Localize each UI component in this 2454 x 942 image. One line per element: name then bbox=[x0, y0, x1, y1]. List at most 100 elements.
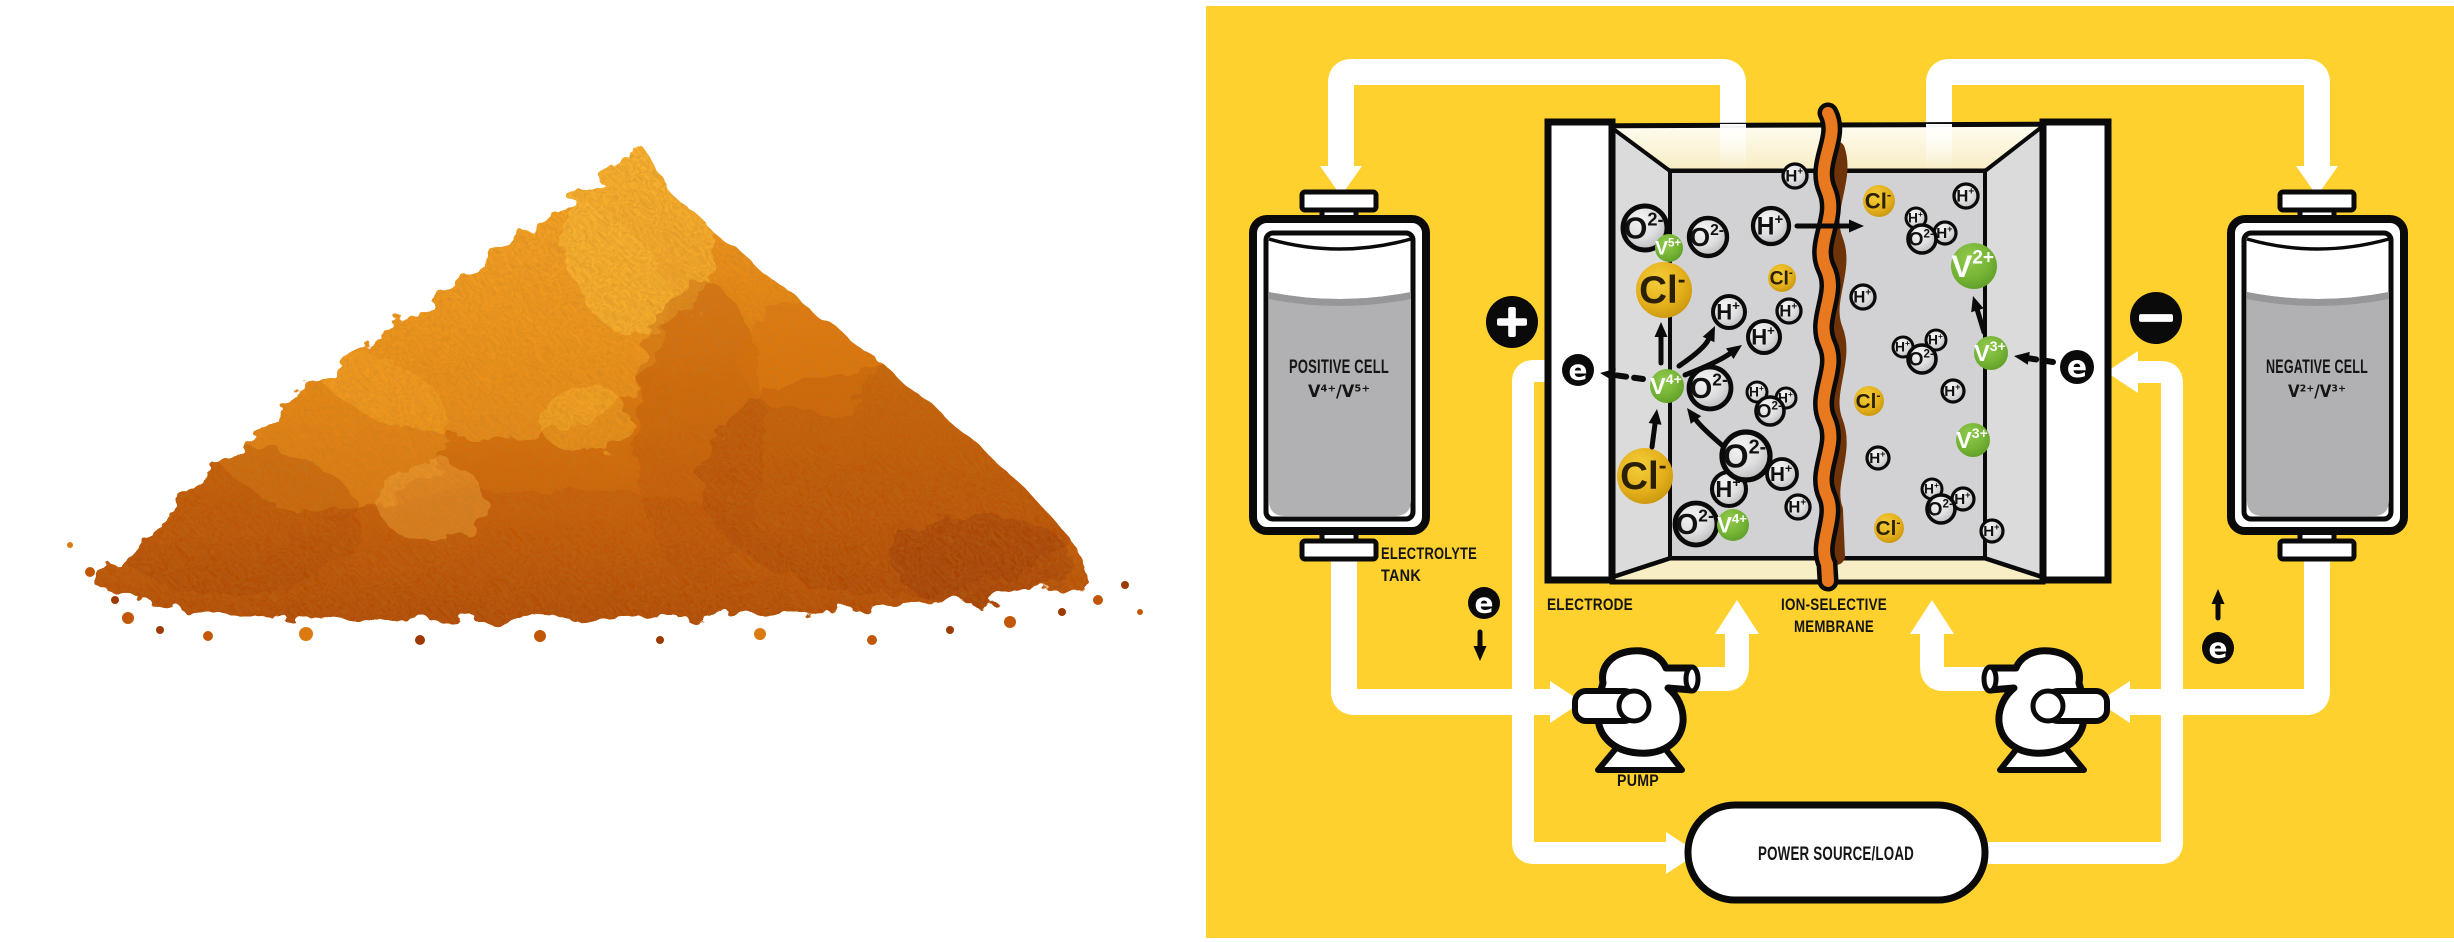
pump-right-icon bbox=[1981, 647, 2110, 773]
svg-text:H+: H+ bbox=[1751, 323, 1775, 349]
svg-text:O2-: O2- bbox=[1723, 436, 1766, 475]
electron-badge: e bbox=[1468, 586, 1500, 619]
pipe-fade-right bbox=[1926, 124, 1952, 170]
svg-text:H+: H+ bbox=[1778, 389, 1793, 406]
reaction-arrow bbox=[1654, 322, 1668, 366]
ion-v2+: V2+ bbox=[1951, 243, 1997, 289]
electrolyte-pipes bbox=[1328, 59, 2330, 715]
ion-cl-: Cl- bbox=[1854, 386, 1884, 416]
reaction-arrow bbox=[1473, 629, 1487, 661]
svg-text:Cl-: Cl- bbox=[1770, 266, 1793, 289]
electrolyte-tank-label-line1: ELECTROLYTE bbox=[1381, 544, 1477, 563]
svg-text:O2-: O2- bbox=[1690, 370, 1728, 405]
ion-h+: H+ bbox=[1904, 206, 1928, 230]
pipe-bottom-left bbox=[1331, 556, 1554, 715]
negative-electrolyte-tank: NEGATIVE CELL V²⁺/V³⁺ bbox=[2227, 189, 2408, 562]
ion-v3+: V3+ bbox=[1974, 336, 2008, 370]
positive-electrolyte-tank: POSITIVE CELL V⁴⁺/V⁵⁺ bbox=[1249, 189, 1430, 562]
ions-layer: O2-V5+O2-Cl-H+H+Cl-H+H+H+V4+O2-H+H+O2-H+… bbox=[1617, 162, 2008, 548]
reaction-arrow bbox=[1971, 296, 1987, 335]
ion-cl-: Cl- bbox=[1863, 185, 1895, 217]
svg-text:H+: H+ bbox=[1908, 209, 1923, 226]
diagram-labels: ELECTROLYTE TANK ELECTRODE ION-SELECTIVE… bbox=[1381, 544, 1887, 790]
svg-text:H+: H+ bbox=[1715, 474, 1740, 502]
ion-h+: H+ bbox=[1940, 378, 1966, 404]
svg-text:H+: H+ bbox=[1944, 382, 1960, 400]
ion-cl-: Cl- bbox=[1617, 448, 1673, 504]
wire-negative-electrode bbox=[1988, 361, 2183, 864]
svg-text:V5+: V5+ bbox=[1655, 236, 1681, 259]
svg-text:H+: H+ bbox=[1716, 298, 1740, 324]
pipe-bottom-right bbox=[2126, 556, 2330, 715]
membrane-label-line2: MEMBRANE bbox=[1794, 617, 1874, 636]
ion-h+: H+ bbox=[1765, 457, 1799, 491]
svg-text:V4+: V4+ bbox=[1717, 511, 1747, 537]
ion-v3+: V3+ bbox=[1956, 423, 1990, 457]
svg-text:H+: H+ bbox=[1853, 288, 1871, 307]
ion-h+: H+ bbox=[1924, 328, 1948, 352]
electron-transfer-arrow bbox=[2014, 351, 2056, 365]
ion-o2-: O2- bbox=[1620, 203, 1670, 253]
svg-text:O2-: O2- bbox=[1928, 497, 1953, 520]
svg-text:H+: H+ bbox=[1749, 383, 1764, 400]
flow-arrow-into-cell-left bbox=[1715, 600, 1759, 634]
electrolyte-tank-label-line2: TANK bbox=[1381, 566, 1421, 585]
ion-cl-: Cl- bbox=[1768, 264, 1796, 292]
positive-tank-couple: V⁴⁺/V⁵⁺ bbox=[1308, 382, 1370, 402]
positive-tank-label: POSITIVE CELL bbox=[1289, 357, 1389, 378]
ion-h+: H+ bbox=[1711, 294, 1747, 330]
svg-text:O2-: O2- bbox=[1757, 399, 1782, 422]
membrane-ribbon bbox=[1816, 107, 1838, 587]
svg-text:e: e bbox=[2067, 350, 2087, 385]
ion-h+: H+ bbox=[1784, 493, 1812, 521]
ion-cl-: Cl- bbox=[1636, 262, 1692, 318]
svg-text:H+: H+ bbox=[1788, 498, 1806, 517]
flow-arrow-into-positive-tank bbox=[1320, 166, 1362, 196]
pipe-fade-left bbox=[1720, 124, 1746, 170]
ion-v5+: V5+ bbox=[1655, 234, 1683, 262]
svg-text:H+: H+ bbox=[1895, 338, 1910, 355]
ion-h+: H+ bbox=[1979, 518, 2005, 544]
power-source-label: POWER SOURCE/LOAD bbox=[1758, 843, 1914, 865]
svg-text:Cl-: Cl- bbox=[1639, 266, 1685, 312]
svg-text:V4+: V4+ bbox=[1650, 371, 1682, 399]
pump-left-icon bbox=[1572, 647, 1701, 773]
svg-text:V2+: V2+ bbox=[1951, 247, 1994, 283]
ion-h+: H+ bbox=[1952, 182, 1980, 210]
pipe-arrowheads bbox=[1320, 166, 2338, 723]
reaction-arrow bbox=[1676, 326, 1715, 369]
svg-text:e: e bbox=[2209, 631, 2228, 664]
ion-h+: H+ bbox=[1745, 380, 1769, 404]
flow-arrow-into-negative-tank bbox=[2296, 166, 2338, 196]
reaction-arrow bbox=[1794, 219, 1864, 233]
pipe-top-left bbox=[1328, 59, 1746, 170]
svg-text:H+: H+ bbox=[1924, 480, 1939, 497]
svg-text:O2-: O2- bbox=[1676, 506, 1714, 541]
electrode-left bbox=[1544, 118, 1616, 584]
svg-text:Cl-: Cl- bbox=[1856, 388, 1881, 413]
svg-text:H+: H+ bbox=[1954, 490, 1970, 508]
electron-badge: e bbox=[2060, 350, 2094, 385]
svg-text:H+: H+ bbox=[1785, 167, 1803, 186]
positive-terminal-badge bbox=[1486, 296, 1538, 348]
current-arrow-into-power bbox=[1666, 832, 1698, 874]
ion-o2-: O2- bbox=[1672, 500, 1720, 548]
reaction-arrows-layer bbox=[1473, 219, 2225, 661]
svg-text:O2-: O2- bbox=[1690, 222, 1724, 252]
ion-h+: H+ bbox=[1865, 445, 1891, 471]
electron-badge: e bbox=[2202, 631, 2234, 664]
wire-positive-electrode bbox=[1512, 360, 1670, 864]
svg-text:H+: H+ bbox=[1956, 187, 1974, 206]
svg-text:H+: H+ bbox=[1928, 331, 1943, 348]
pipe-pump-riser-right bbox=[1920, 631, 1988, 691]
svg-text:H+: H+ bbox=[1770, 461, 1792, 486]
negative-terminal-badge bbox=[2130, 292, 2182, 344]
ion-h+: H+ bbox=[1750, 205, 1792, 247]
svg-text:H+: H+ bbox=[1936, 224, 1952, 242]
electron-transfer-arrow bbox=[1600, 368, 1646, 382]
reaction-arrow bbox=[1648, 409, 1662, 450]
ion-h+: H+ bbox=[1775, 297, 1803, 325]
svg-text:O2-: O2- bbox=[1909, 227, 1934, 250]
